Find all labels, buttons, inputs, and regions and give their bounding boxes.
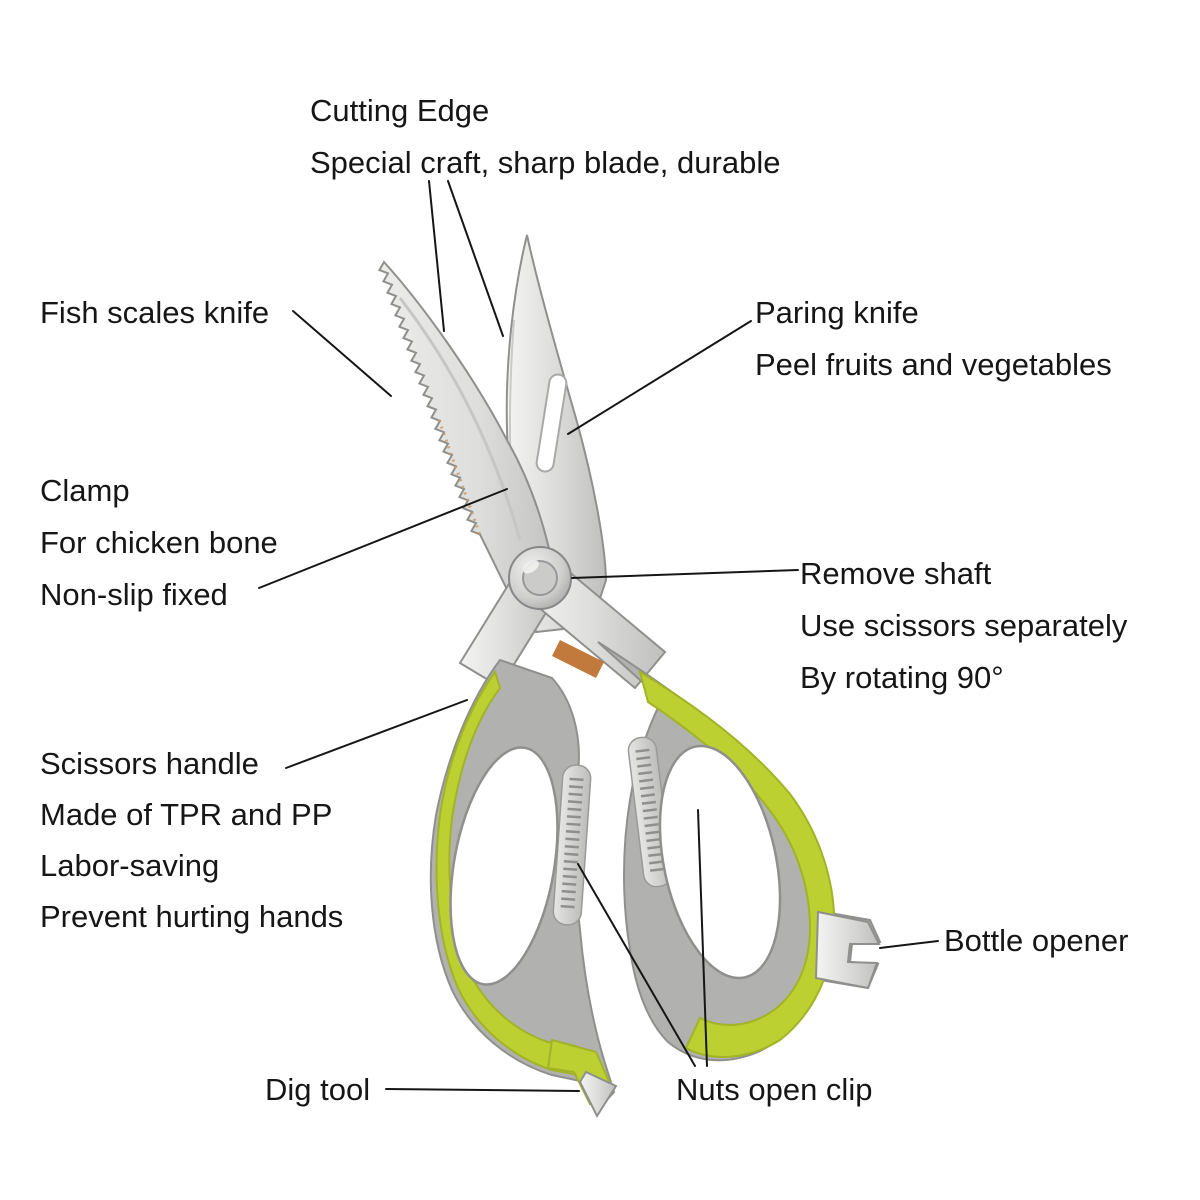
leader-line [577, 863, 696, 1067]
label-line: Non-slip fixed [40, 577, 228, 612]
dig-tool-tip [578, 1070, 618, 1119]
label-line: Prevent hurting hands [40, 899, 344, 934]
leader-line [567, 320, 752, 435]
right-handle-hole [658, 744, 782, 980]
label-fish-scales-knife: Fish scales knife [40, 287, 269, 339]
label-line: Scissors handle [40, 746, 259, 781]
blade-bevel-line [398, 297, 522, 541]
label-line: Nuts open clip [676, 1072, 873, 1107]
leader-lines [258, 180, 939, 1092]
label-remove-shaft: Remove shaft Use scissors separately By … [800, 548, 1127, 704]
leader-line [258, 488, 508, 589]
label-line: Cutting Edge [310, 93, 490, 128]
label-line: Labor-saving [40, 848, 220, 883]
leader-line [428, 180, 445, 332]
label-line: Dig tool [265, 1072, 371, 1107]
label-nuts-open-clip: Nuts open clip [676, 1064, 872, 1116]
label-line: By rotating 90° [800, 660, 1004, 695]
label-clamp: Clamp For chicken bone Non-slip fixed [40, 465, 278, 621]
label-line: For chicken bone [40, 525, 278, 560]
leader-line [385, 1088, 580, 1092]
left-handle-green-grip [435, 669, 586, 1078]
label-paring-knife: Paring knife Peel fruits and vegetables [755, 287, 1112, 391]
serrated-blade-body [377, 260, 559, 618]
label-line: Remove shaft [800, 556, 992, 591]
fish-scales-blade [377, 260, 559, 618]
label-cutting-edge: Cutting Edge Special craft, sharp blade,… [310, 85, 780, 189]
leader-line [285, 699, 468, 769]
label-line: Paring knife [755, 295, 919, 330]
clamp-spring [552, 640, 604, 678]
label-bottle-opener: Bottle opener [944, 915, 1128, 967]
label-line: Clamp [40, 473, 130, 508]
label-scissors-handle: Scissors handle Made of TPR and PP Labor… [40, 738, 343, 942]
label-line: Special craft, sharp blade, durable [310, 145, 781, 180]
leader-line [697, 809, 708, 1067]
leader-line [879, 940, 939, 949]
blade-slot [535, 373, 568, 473]
label-line: Made of TPR and PP [40, 797, 333, 832]
label-line: Peel fruits and vegetables [755, 347, 1112, 382]
leader-line [571, 569, 799, 579]
label-dig-tool: Dig tool [265, 1064, 370, 1116]
label-line: Fish scales knife [40, 295, 270, 330]
pivot-screw [508, 546, 572, 610]
bottle-opener-notch [814, 910, 881, 990]
leader-line [292, 310, 392, 397]
leader-line [447, 180, 504, 337]
label-line: Use scissors separately [800, 608, 1128, 643]
label-line: Bottle opener [944, 923, 1129, 958]
left-handle-hole [449, 746, 559, 986]
right-handle-green-grip [638, 669, 836, 1058]
